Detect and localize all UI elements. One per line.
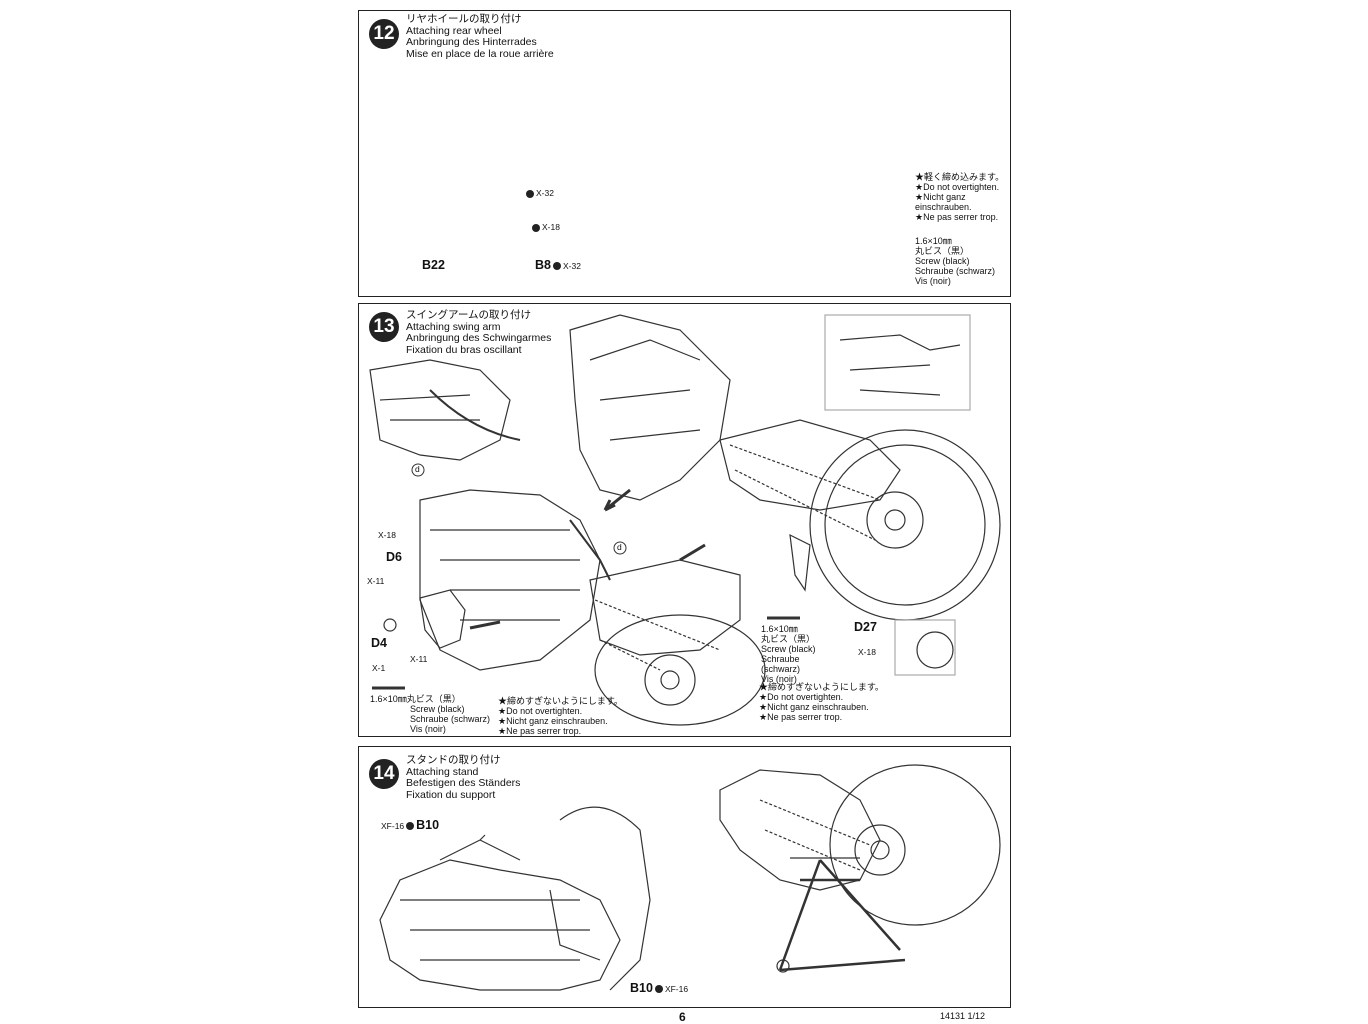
step-13-title-ja: スイングアームの取り付け xyxy=(406,309,532,321)
part-label: X-11 xyxy=(410,654,428,664)
step-12-title-fr: Mise en place de la roue arrière xyxy=(406,47,554,60)
step-13-title-en: Attaching swing arm xyxy=(406,320,501,333)
screw-dot-icon xyxy=(532,223,540,232)
part-label: X-18 xyxy=(378,530,396,540)
part-label: X-11 xyxy=(367,576,385,586)
kit-code: 14131 1/12 xyxy=(940,1011,986,1021)
page-number: 6 xyxy=(679,1010,686,1024)
part-label: X-32 xyxy=(524,188,554,198)
step-14-titles: スタンドの取り付け Attaching stand Befestigen des… xyxy=(406,754,521,801)
screw-dot-icon xyxy=(552,261,561,270)
step-12-panel xyxy=(358,10,1011,297)
part-label: X-18 xyxy=(530,222,560,232)
step-14-title-fr: Fixation du support xyxy=(406,788,496,801)
screw-dot-icon xyxy=(406,821,415,830)
step-14-title-de: Befestigen des Ständers xyxy=(406,777,521,790)
step-14-panel xyxy=(358,746,1011,1008)
step-14-title-ja: スタンドの取り付け xyxy=(406,754,501,766)
part-label: X-18 xyxy=(858,647,876,657)
step-13-screw-left: 1.6×10㎜丸ビス（黒） Screw (black) Schraube (sc… xyxy=(370,694,491,734)
step-13-note-right: ★締めすぎないようにします。★Do not overtighten.★Nicht… xyxy=(759,682,884,722)
part-label-d4: D4 xyxy=(371,636,387,650)
part-label-b22: B22 xyxy=(422,258,445,272)
part-label: X-1 xyxy=(372,663,386,673)
step-12-number: 12 xyxy=(369,19,399,49)
step-13-note-left: ★締めすぎないようにします。★Do not overtighten.★Nicht… xyxy=(498,696,623,736)
screw-dot-icon xyxy=(526,189,534,198)
step-13-title-de: Anbringung des Schwingarmes xyxy=(406,332,552,345)
step-13-title-fr: Fixation du bras oscillant xyxy=(406,343,522,356)
step-12-note: ★軽く締め込みます。★Do not overtighten.★Nicht gan… xyxy=(915,172,1005,222)
marker-d: d xyxy=(415,464,420,474)
step-12-title-en: Attaching rear wheel xyxy=(406,24,502,37)
step-13-panel xyxy=(358,303,1011,737)
step-12-title-ja: リヤホイールの取り付け xyxy=(406,13,522,25)
step-14-title-en: Attaching stand xyxy=(406,765,479,778)
step-13-number: 13 xyxy=(369,312,399,342)
part-label-d6: D6 xyxy=(386,550,402,564)
step-12-titles: リヤホイールの取り付け Attaching rear wheel Anbring… xyxy=(406,13,554,60)
step-12-title-de: Anbringung des Hinterrades xyxy=(406,36,537,49)
screw-dot-icon xyxy=(654,984,663,993)
step-13-titles: スイングアームの取り付け Attaching swing arm Anbring… xyxy=(406,309,552,356)
step-14-number: 14 xyxy=(369,759,399,789)
marker-d: d xyxy=(617,542,622,552)
part-label-d27: D27 xyxy=(854,620,877,634)
